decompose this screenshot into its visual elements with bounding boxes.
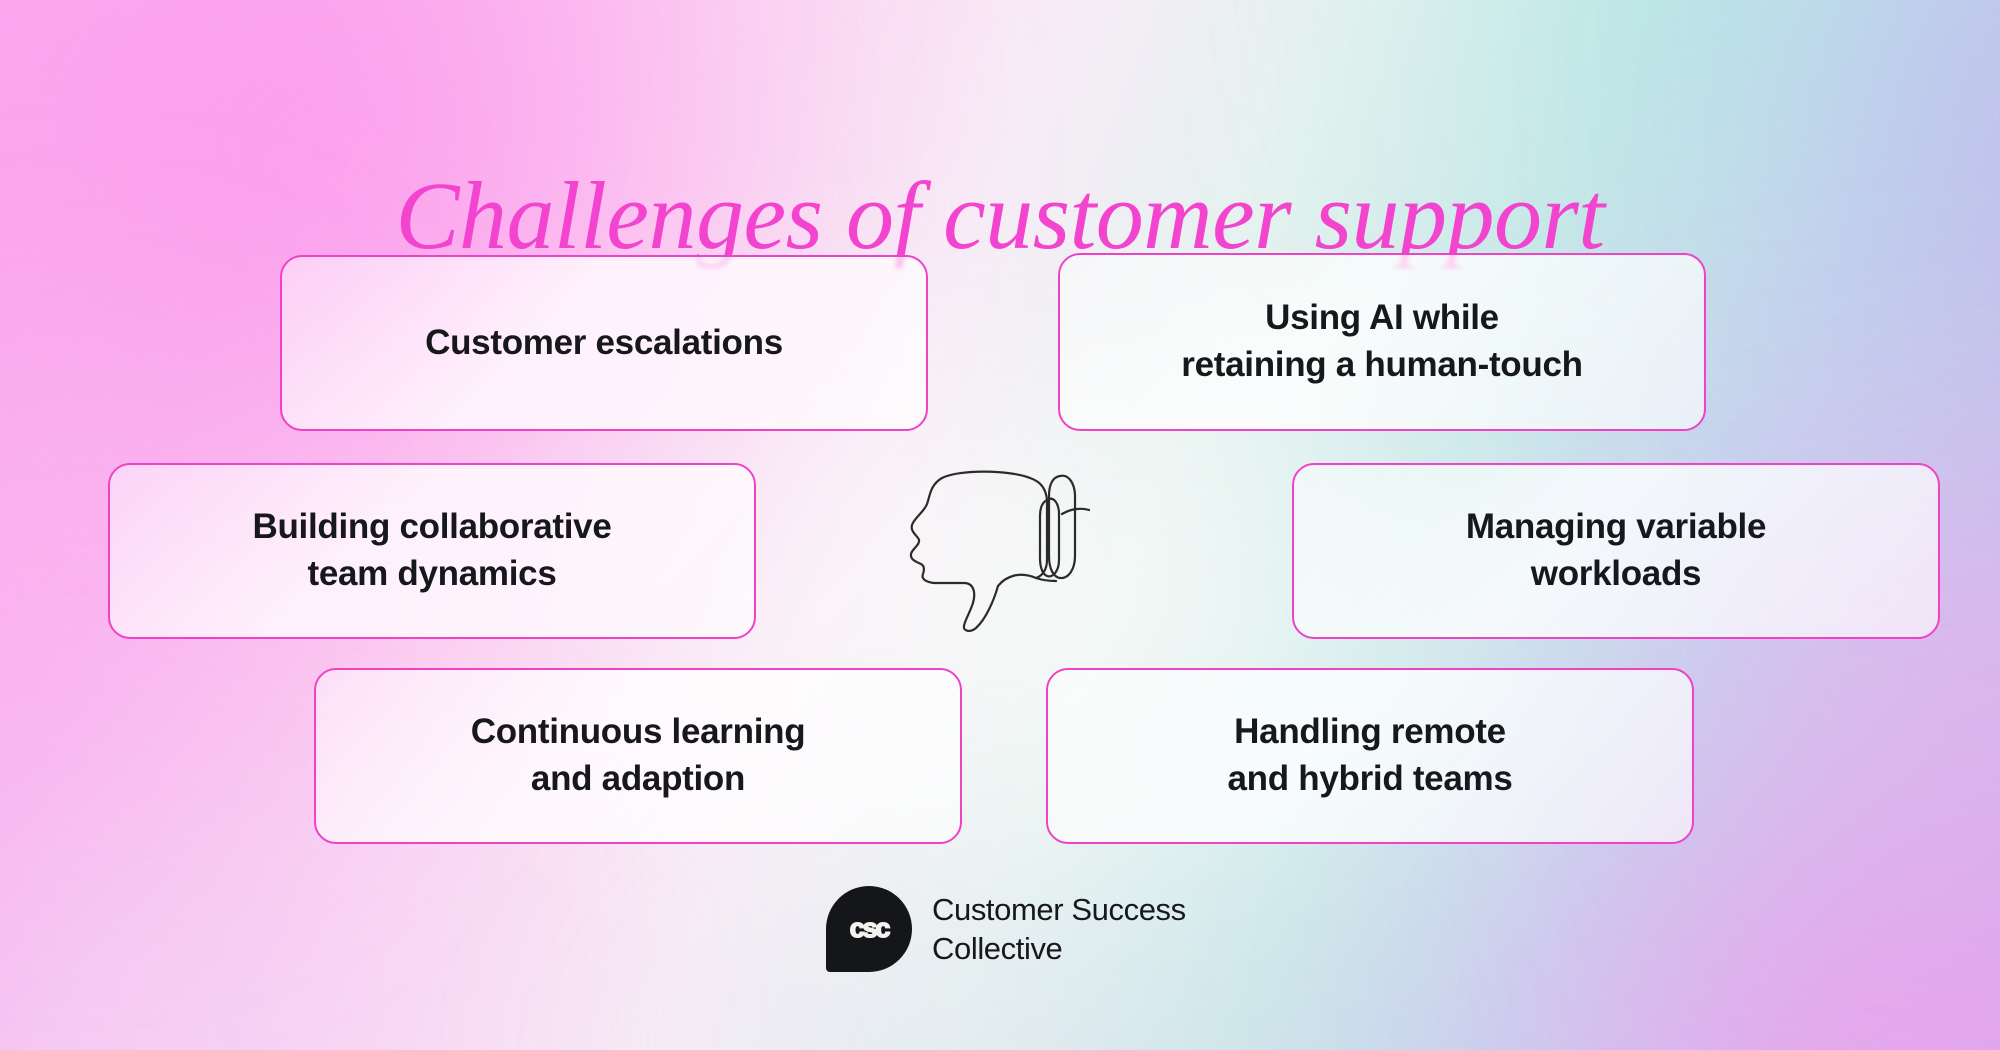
- challenge-card-customer-escalations[interactable]: Customer escalations: [280, 255, 928, 431]
- challenge-card-label: Handling remote and hybrid teams: [1227, 712, 1513, 798]
- challenge-card-label: Customer escalations: [425, 322, 783, 362]
- logo-lockup[interactable]: csc Customer Success Collective: [826, 886, 1186, 972]
- challenge-card-label: Building collaborative team dynamics: [252, 507, 612, 593]
- challenge-card-label: Continuous learning and adaption: [470, 712, 806, 798]
- page-title: Challenges of customer support: [395, 162, 1605, 270]
- challenge-card-continuous-learning-and-adaption[interactable]: Continuous learning and adaption: [314, 668, 962, 844]
- challenge-card-handling-remote-and-hybrid-teams[interactable]: Handling remote and hybrid teams: [1046, 668, 1694, 844]
- challenge-card-managing-variable-workloads[interactable]: Managing variable workloads: [1292, 463, 1940, 639]
- head-profile-line-art-icon: [890, 452, 1090, 634]
- challenge-card-using-ai-while-retaining-a-human-touch[interactable]: Using AI while retaining a human-touch: [1058, 253, 1706, 431]
- challenge-card-label: Using AI while retaining a human-touch: [1181, 298, 1583, 384]
- logo-wordmark: Customer Success Collective: [932, 891, 1186, 966]
- csc-logo-mark-icon: csc: [826, 886, 912, 972]
- challenge-card-building-collaborative-team-dynamics[interactable]: Building collaborative team dynamics: [108, 463, 756, 639]
- challenge-card-label: Managing variable workloads: [1465, 507, 1767, 593]
- logo-mark-text: csc: [849, 912, 891, 944]
